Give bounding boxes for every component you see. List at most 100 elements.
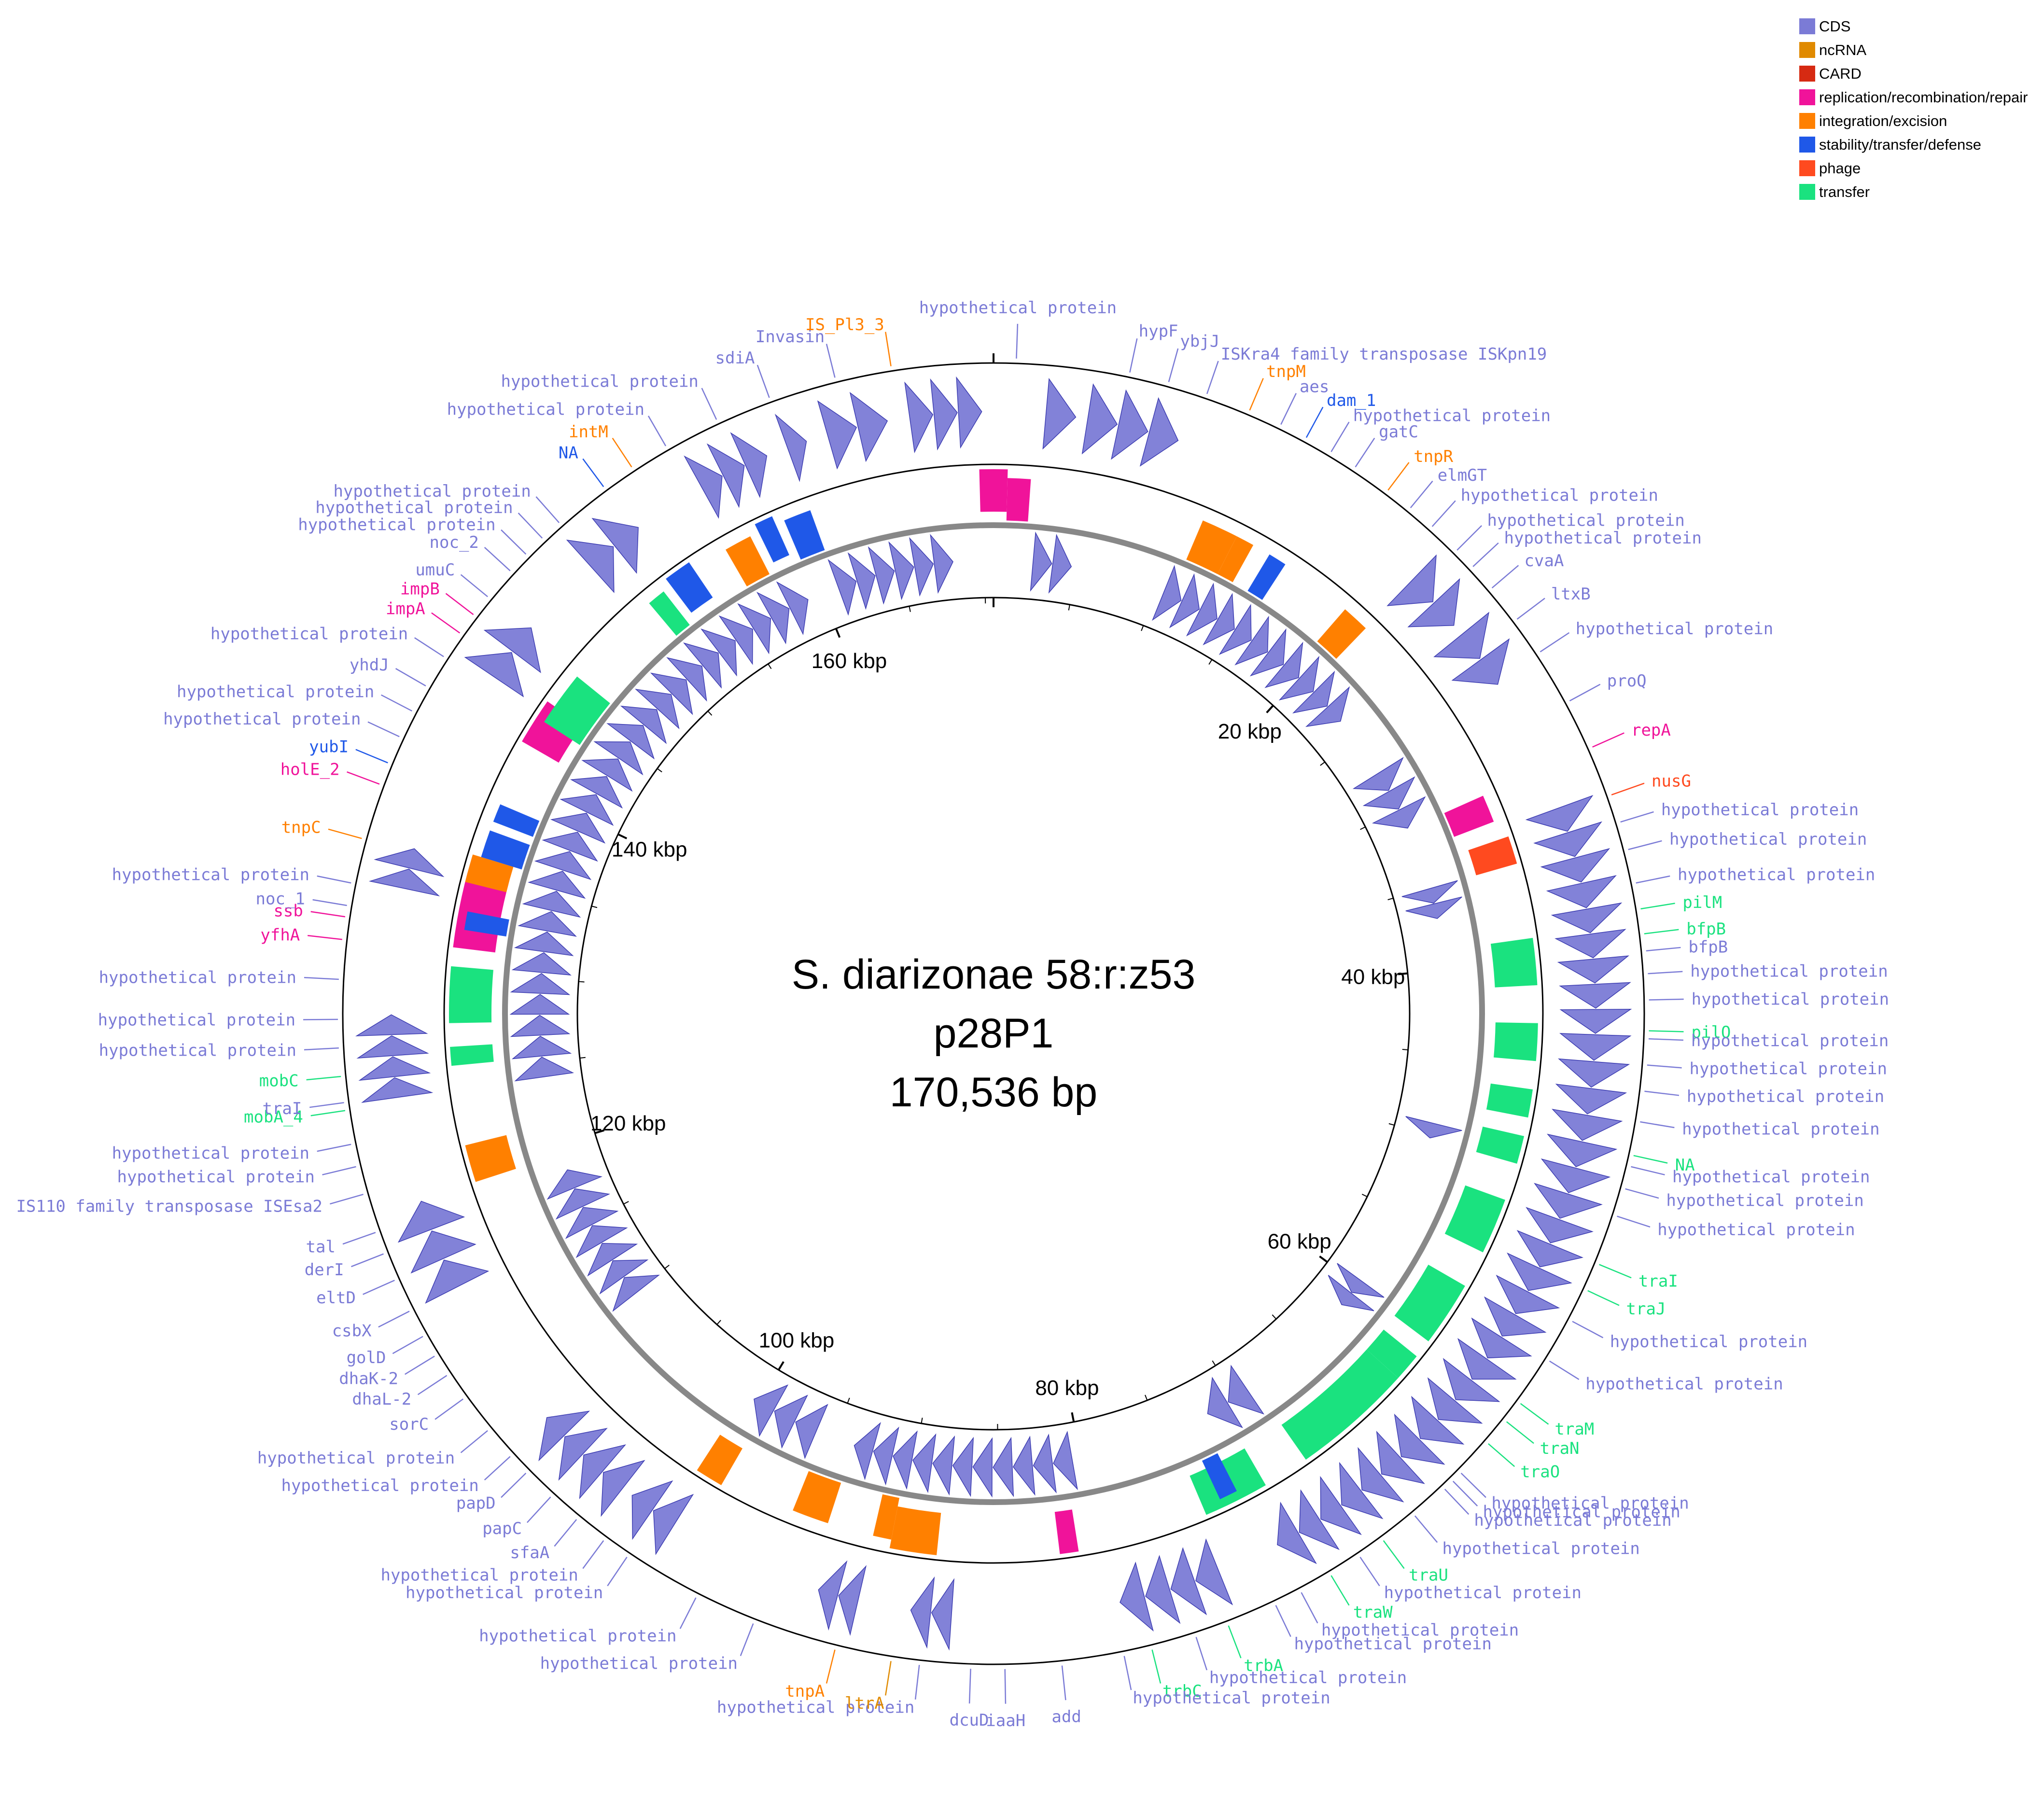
label-leader [1592,732,1624,748]
gene-label: IS_Pl3_3 [805,315,884,335]
middle-track-feature [465,1135,516,1182]
outer-cds-feature [356,1035,429,1059]
gene-label: hypothetical protein [717,1698,914,1717]
inner-cds-feature [1207,1377,1243,1428]
label-leader [526,1496,551,1523]
gene-label: hypothetical protein [501,372,698,391]
tick-mark [1360,826,1366,830]
outer-cds-feature [1540,1158,1611,1193]
legend-swatch [1799,18,1815,34]
gene-label: hypothetical protein [315,498,513,517]
label-leader [1129,338,1138,373]
gene-label: trbC [1162,1682,1202,1701]
outer-cds-feature [1376,1431,1425,1484]
gene-label: dhaK-2 [339,1369,398,1389]
outer-cds-feature [1394,1413,1445,1465]
tick-mark [1071,1412,1075,1423]
label-leader [679,1597,697,1629]
inner-cds-feature [1249,628,1287,677]
label-leader [1636,875,1670,884]
middle-track-feature [1444,1185,1505,1253]
gene-label: hypothetical protein [257,1449,455,1468]
gene-label: ssb [273,901,303,920]
outer-cds-feature [631,1480,673,1540]
gene-label: traN [1540,1439,1580,1458]
inner-track-feature [1006,478,1031,522]
inner-cds-feature [1292,670,1335,713]
tick-label: 100 kbp [759,1328,835,1352]
gene-label: traI [1638,1271,1678,1291]
legend-label: stability/transfer/defense [1819,136,1981,153]
tick-label: 80 kbp [1035,1376,1099,1400]
inner-cds-feature [635,689,680,729]
gene-label: hypothetical protein [1666,1191,1863,1210]
gene-label: NA [1675,1156,1695,1175]
middle-track-feature [450,1044,494,1066]
gene-label: hypothetical protein [1682,1120,1879,1139]
middle-track-feature [1281,1349,1399,1460]
gene-label: noc_2 [430,533,479,552]
track-boundary [443,463,1544,1564]
label-leader [1456,525,1483,551]
label-leader [1625,1188,1659,1199]
gene-label: hypothetical protein [1321,1621,1519,1640]
legend-label: phage [1819,160,1861,177]
outer-cds-feature [684,455,723,519]
inner-cds-feature [534,851,592,880]
tick-mark [768,663,772,669]
inner-cds-feature [575,1225,628,1258]
label-leader [582,458,604,488]
inner-cds-feature [737,603,771,655]
label-leader [1520,1403,1549,1425]
gene-label: umuC [415,560,455,580]
label-leader [310,911,346,918]
inner-cds-feature [650,672,693,715]
inner-cds-feature [868,546,895,605]
label-leader [1611,782,1645,795]
label-leader [1648,971,1683,975]
label-leader [535,496,560,523]
inner-track-feature [649,591,690,636]
gene-label: sfaA [510,1543,549,1562]
legend-swatch [1799,113,1815,129]
gene-label: tal [306,1238,336,1257]
inner-track-feature [1444,795,1494,837]
gene-label: elmGT [1438,466,1487,485]
outer-cds-feature [1042,377,1077,450]
gene-label: impB [400,580,440,599]
legend-label: ncRNA [1819,42,1867,58]
gene-label: ISKra4 family transposase ISKpn19 [1221,345,1547,364]
inner-track-feature [1247,554,1286,600]
label-leader [1506,1421,1534,1444]
inner-cds-feature [1152,565,1182,621]
inner-cds-feature [893,1430,918,1490]
middle-track-feature [1394,1265,1465,1341]
outer-cds-feature [1484,1296,1547,1337]
inner-track-feature [544,676,610,745]
tick-mark [657,768,662,773]
inner-track-feature [1186,520,1237,574]
gene-label: hypothetical protein [1474,1511,1671,1530]
outer-cds-feature [1540,848,1610,883]
outer-cds-feature [1320,1476,1362,1535]
label-leader [1617,1215,1651,1228]
middle-track-feature [465,854,514,893]
gene-label: eltD [316,1288,356,1308]
outer-cds-feature [1555,1084,1627,1115]
gene-label: intM [569,422,608,442]
gene-label: hypothetical protein [1691,1032,1889,1051]
tick-label: 160 kbp [812,649,887,673]
label-leader [1414,1515,1438,1543]
inner-cds-feature [1405,896,1462,919]
middle-track-feature [755,516,789,563]
tick-mark [1141,625,1144,631]
center-title: S. diarizonae 58:r:z53 p28P1 170,536 bp [792,951,1196,1116]
tick-mark [921,1417,923,1424]
middle-track-feature [449,966,493,1023]
outer-cds-feature [410,1230,476,1274]
label-leader [395,668,426,687]
gene-label: dcuD [950,1711,989,1730]
gene-label: hypothetical protein [99,968,296,987]
gene-label: hypothetical protein [1692,990,1889,1009]
label-leader [351,1253,384,1268]
